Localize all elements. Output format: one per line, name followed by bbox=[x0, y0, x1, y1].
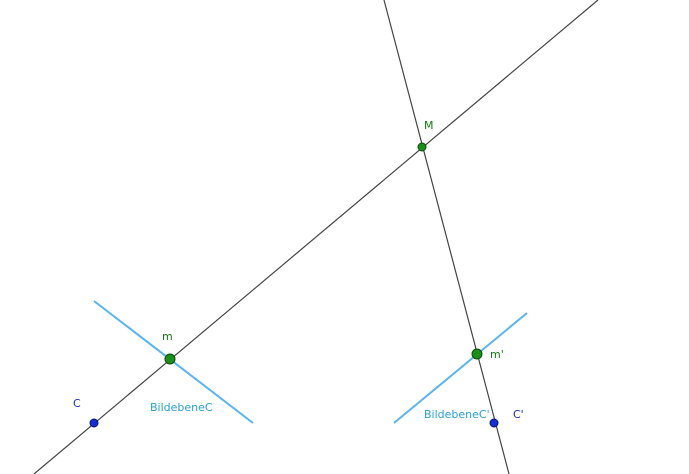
label-m-prime: m' bbox=[490, 348, 504, 361]
point-c[interactable] bbox=[89, 418, 99, 428]
label-c: C bbox=[73, 397, 81, 410]
label-image-plane-c-prime: BildebeneC' bbox=[424, 408, 490, 421]
label-image-plane-c: BildebeneC bbox=[150, 401, 213, 414]
label-m-lower: m bbox=[162, 330, 173, 343]
point-m-lower[interactable] bbox=[164, 353, 176, 365]
point-c-prime[interactable] bbox=[489, 418, 499, 428]
label-m-upper: M bbox=[424, 119, 434, 132]
line-c-prime-through-m-and-m-prime[interactable] bbox=[383, 0, 510, 474]
line-c-through-m-and-m[interactable] bbox=[33, 0, 599, 474]
label-c-prime: C' bbox=[513, 408, 524, 421]
point-m-upper[interactable] bbox=[417, 142, 427, 152]
point-m-prime[interactable] bbox=[471, 348, 483, 360]
image-plane-c-prime-segment[interactable] bbox=[393, 312, 528, 424]
